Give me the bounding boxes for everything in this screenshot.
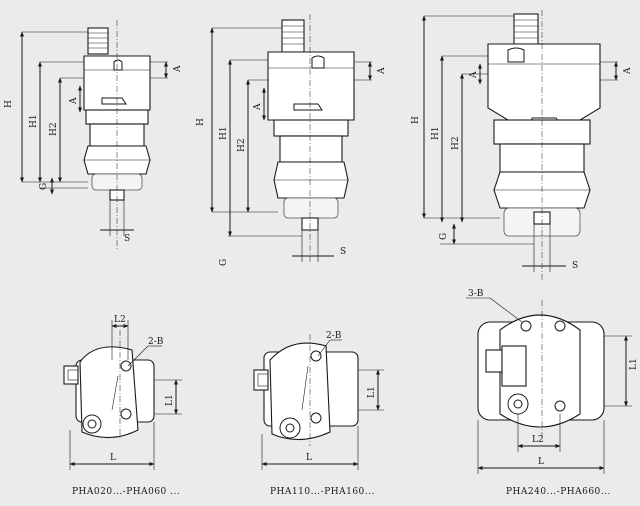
- dim-A-small-right: A: [173, 65, 183, 73]
- dim-S-large: S: [572, 261, 578, 271]
- front-view-medium: H H1 H2 A A G S: [196, 14, 387, 266]
- dim-A-small-left: A: [69, 97, 79, 105]
- dim-H-small: H: [4, 100, 14, 108]
- caption-small: PHA020...-PHA060 ...: [72, 487, 180, 497]
- label-2B-small: 2-B: [148, 337, 164, 347]
- dim-S-medium: S: [340, 247, 346, 257]
- dim-L-small: L: [110, 453, 116, 463]
- dim-G-medium: G: [219, 259, 229, 266]
- top-view-small: L2 2-B L1 L PHA020...-PHA060 ...: [63, 315, 182, 497]
- dim-L1-small: L1: [165, 394, 175, 406]
- dim-H2-large: H2: [451, 136, 461, 150]
- dim-L1-large: L1: [629, 358, 639, 370]
- front-view-large: H H1 H2 A A G S: [411, 10, 633, 280]
- label-2B-medium: 2-B: [326, 331, 342, 341]
- dim-H1-small: H1: [29, 114, 39, 128]
- caption-medium: PHA110...-PHA160...: [270, 487, 375, 497]
- dim-H1-medium: H1: [219, 126, 229, 140]
- dim-A-large-left: A: [469, 71, 479, 79]
- dim-H-medium: H: [196, 118, 206, 126]
- dim-H1-large: H1: [431, 126, 441, 140]
- dim-L-large: L: [538, 457, 544, 467]
- dim-A-medium-right: A: [377, 67, 387, 75]
- dim-A-large-right: A: [623, 67, 633, 75]
- dim-L-medium: L: [306, 453, 312, 463]
- dim-H2-medium: H2: [237, 138, 247, 152]
- dim-L1-medium: L1: [367, 386, 377, 398]
- caption-large: PHA240...-PHA660...: [506, 487, 611, 497]
- front-view-small: H H1 H2 A A G S: [4, 20, 183, 250]
- top-view-medium: 2-B L1 L PHA110...-PHA160...: [253, 331, 384, 497]
- dim-A-medium-left: A: [253, 103, 263, 111]
- dim-L2-small: L2: [114, 315, 126, 325]
- dim-S-small: S: [124, 234, 130, 244]
- dim-L2-large: L2: [532, 435, 544, 445]
- dim-G-small: G: [39, 183, 49, 190]
- dim-H-large: H: [411, 116, 421, 124]
- top-view-large: 3-B L1 L2 L PHA240...-PHA660...: [466, 289, 639, 497]
- label-3B-large: 3-B: [468, 289, 484, 299]
- dim-H2-small: H2: [49, 122, 59, 136]
- dim-G-large: G: [439, 233, 449, 240]
